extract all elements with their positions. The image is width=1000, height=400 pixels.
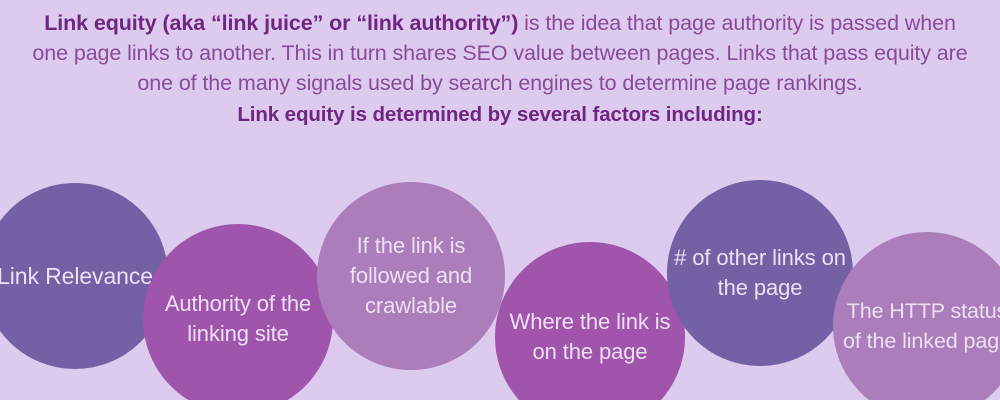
intro-lead-phrase: Link equity (aka “link juice” or “link a… xyxy=(44,11,519,35)
factor-circle-authority-of-linking-site: Authority of the linking site xyxy=(143,224,333,400)
factor-label: Authority of the linking site xyxy=(164,291,312,346)
factor-label: Link Relevance xyxy=(0,263,153,289)
subhead-text: Link equity is determined by several fac… xyxy=(237,103,763,126)
factor-circle-http-status: The HTTP status of the linked page xyxy=(833,232,1000,400)
intro-body-text: is the idea that page authority is passe… xyxy=(32,11,968,95)
factor-label: Where the link is on the page xyxy=(509,309,671,364)
factor-label: # of other links on the page xyxy=(674,245,846,300)
factor-circle-followed-and-crawlable: If the link is followed and crawlable xyxy=(317,182,505,370)
factor-circle-number-of-other-links: # of other links on the page xyxy=(667,180,853,366)
factor-label: The HTTP status of the linked page xyxy=(843,299,1000,353)
factor-circle-link-relevance: Link Relevance xyxy=(0,183,168,369)
intro-paragraph: Link equity (aka “link juice” or “link a… xyxy=(26,8,974,98)
factor-label: If the link is followed and crawlable xyxy=(349,233,473,318)
intro-text-block: Link equity (aka “link juice” or “link a… xyxy=(0,8,1000,128)
factor-circle-link-position: Where the link is on the page xyxy=(495,242,685,400)
